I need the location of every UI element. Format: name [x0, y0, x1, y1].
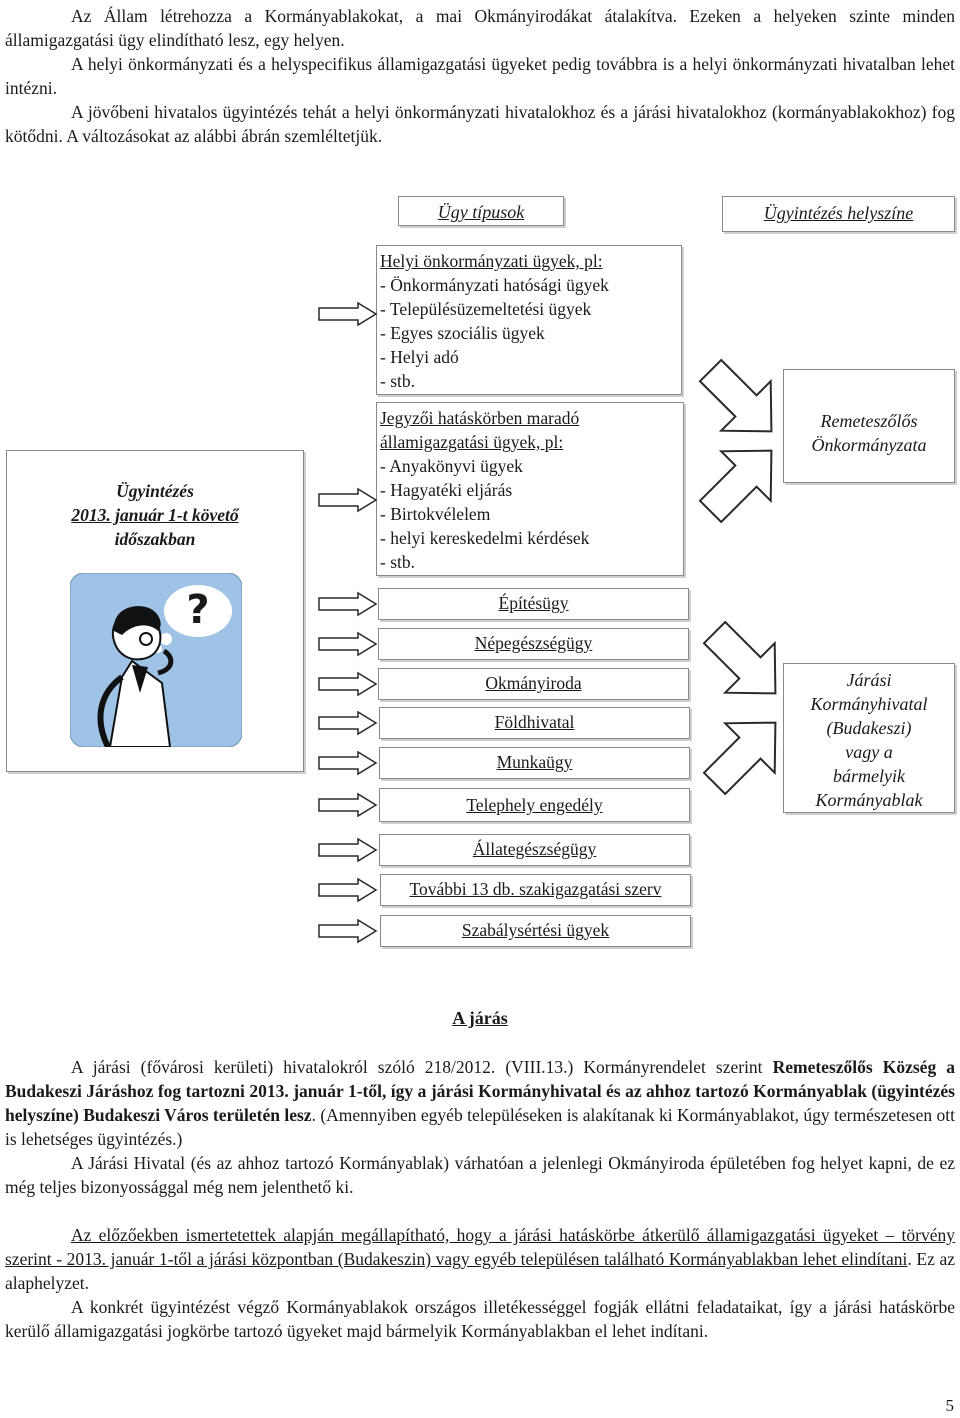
page-number: 5 [945, 1396, 955, 1415]
district-item-tovabbi: További 13 db. szakigazgatási szerv [380, 874, 691, 906]
location-local-box: Remeteszőlős Önkormányzata [783, 369, 955, 483]
local-affairs-item: - stb. [380, 371, 415, 391]
district-item-foldhivatal: Földhivatal [379, 707, 690, 739]
notary-affairs-item: - Anyakönyvi ügyek [380, 456, 523, 476]
arrow-local-affairs [318, 301, 378, 327]
section-title: A járás [452, 1008, 508, 1028]
section-paragraph-3: Az előzőekben ismertetettek alapján megá… [5, 1223, 955, 1295]
location-district-line: Kormányhivatal [810, 694, 928, 714]
district-item-okmanyiroda: Okmányiroda [378, 668, 689, 700]
district-item-label: Építésügy [498, 593, 569, 613]
arrow-district-item [318, 918, 378, 944]
intro-text-2: A helyi önkormányzati és a helyspecifiku… [5, 54, 955, 98]
local-affairs-item: - Településüzemeltetési ügyek [380, 299, 592, 319]
local-affairs-box: Helyi önkormányzati ügyek, pl: - Önkormá… [376, 245, 682, 395]
arrow-district-item [318, 710, 378, 736]
arrow-to-district-location [702, 620, 777, 695]
intro-text-1: Az Állam létrehozza a Kormányablakokat, … [5, 6, 955, 50]
notary-affairs-item: - helyi kereskedelmi kérdések [380, 528, 590, 548]
section-paragraph-4: A konkrét ügyintézést végző Kormányablak… [5, 1295, 955, 1343]
notary-affairs-item: - Hagyatéki eljárás [380, 480, 513, 500]
ugyintezes-box: Ügyintézés 2013. január 1-t követő idősz… [6, 450, 304, 772]
district-item-label: Okmányiroda [485, 673, 582, 693]
header-location-label: Ügyintézés helyszíne [763, 203, 914, 223]
intro-text-3: A jövőbeni hivatalos ügyintézés tehát a … [5, 102, 955, 146]
district-item-munkaugy: Munkaügy [379, 747, 690, 779]
section-paragraph-2: A Járási Hivatal (és az ahhoz tartozó Ko… [5, 1151, 955, 1199]
header-types-label: Ügy típusok [437, 202, 525, 222]
notary-affairs-item: - Birtokvélelem [380, 504, 491, 524]
arrow-to-local-location-up [698, 449, 773, 524]
arrow-notary-affairs [318, 487, 378, 513]
district-item-label: Népegészségügy [474, 633, 593, 653]
arrow-district-item [318, 750, 378, 776]
arrow-district-item [318, 877, 378, 903]
local-affairs-item: - Egyes szociális ügyek [380, 323, 545, 343]
section-p1-intro: A járási (fővárosi kerületi) hivatalokró… [71, 1057, 773, 1077]
location-local-line: Önkormányzata [811, 435, 927, 455]
district-item-label: További 13 db. szakigazgatási szerv [409, 879, 662, 899]
district-item-allategeszsegugy: Állategészségügy [379, 834, 690, 866]
notary-affairs-title-2: államigazgatási ügyek, pl: [380, 432, 564, 452]
location-district-line: vagy a [845, 742, 893, 762]
location-local-line: Remeteszőlős [820, 411, 918, 431]
section-p1-bold: Remeteszőlős Község a Budakeszi Járáshoz… [5, 1057, 955, 1125]
district-item-szabalysertesi: Szabálysértési ügyek [380, 915, 691, 947]
location-district-line: bármelyik [833, 766, 905, 786]
intro-paragraph-3: A jövőbeni hivatalos ügyintézés tehát a … [5, 100, 955, 148]
notary-affairs-item: - stb. [380, 552, 415, 572]
intro-paragraph-1: Az Állam létrehozza a Kormányablakokat, … [5, 4, 955, 52]
location-district-line: Járási [846, 670, 892, 690]
district-item-label: Földhivatal [494, 712, 575, 732]
section-paragraph-1: A járási (fővárosi kerületi) hivatalokró… [5, 1055, 955, 1151]
ugyintezes-line-1: Ügyintézés [116, 481, 194, 501]
ugyintezes-line-3: időszakban [114, 529, 196, 549]
district-item-label: Állategészségügy [472, 839, 597, 859]
district-item-label: Telephely engedély [466, 795, 603, 815]
district-item-epitesugy: Építésügy [378, 588, 689, 620]
section-p3-rest: . Ez az alaphelyzet. [5, 1249, 955, 1293]
arrow-to-local-location [698, 358, 773, 433]
location-district-box: Járási Kormányhivatal (Budakeszi) vagy a… [783, 663, 955, 813]
arrow-district-item [318, 591, 378, 617]
district-item-nepegeszsegugy: Népegészségügy [378, 628, 689, 660]
arrow-district-item [318, 792, 378, 818]
section-p3-underlined: Az előzőekben ismertetettek alapján megá… [5, 1225, 955, 1269]
header-types-box: Ügy típusok [398, 196, 564, 226]
district-item-label: Szabálysértési ügyek [461, 920, 610, 940]
intro-paragraph-2: A helyi önkormányzati és a helyspecifiku… [5, 52, 955, 100]
local-affairs-item: - Önkormányzati hatósági ügyek [380, 275, 609, 295]
thinking-person-clipart: ? [70, 573, 242, 747]
notary-affairs-title-1: Jegyzői hatáskörben maradó [380, 408, 580, 428]
section-p2-text: A Járási Hivatal (és az ahhoz tartozó Ko… [5, 1153, 955, 1197]
arrow-district-item [318, 631, 378, 657]
district-item-label: Munkaügy [496, 752, 573, 772]
ugyintezes-title: Ügyintézés 2013. január 1-t követő idősz… [7, 479, 303, 551]
ugyintezes-line-2: 2013. január 1-t követő [71, 505, 239, 525]
section-p4-text: A konkrét ügyintézést végző Kormányablak… [5, 1297, 955, 1341]
notary-affairs-box: Jegyzői hatáskörben maradó államigazgatá… [376, 402, 684, 576]
arrow-district-item [318, 837, 378, 863]
local-affairs-item: - Helyi adó [380, 347, 459, 367]
location-district-line: (Budakeszi) [826, 718, 912, 738]
header-location-box: Ügyintézés helyszíne [722, 196, 955, 232]
district-item-telephely: Telephely engedély [379, 788, 690, 822]
section-p1-rest: . (Amennyiben egyéb településeken is ala… [5, 1105, 955, 1149]
location-district-line: Kormányablak [815, 790, 923, 810]
arrow-to-district-location-up [702, 721, 777, 796]
arrow-district-item [318, 671, 378, 697]
local-affairs-title: Helyi önkormányzati ügyek, pl: [380, 251, 603, 271]
question-mark-glyph: ? [186, 587, 209, 633]
